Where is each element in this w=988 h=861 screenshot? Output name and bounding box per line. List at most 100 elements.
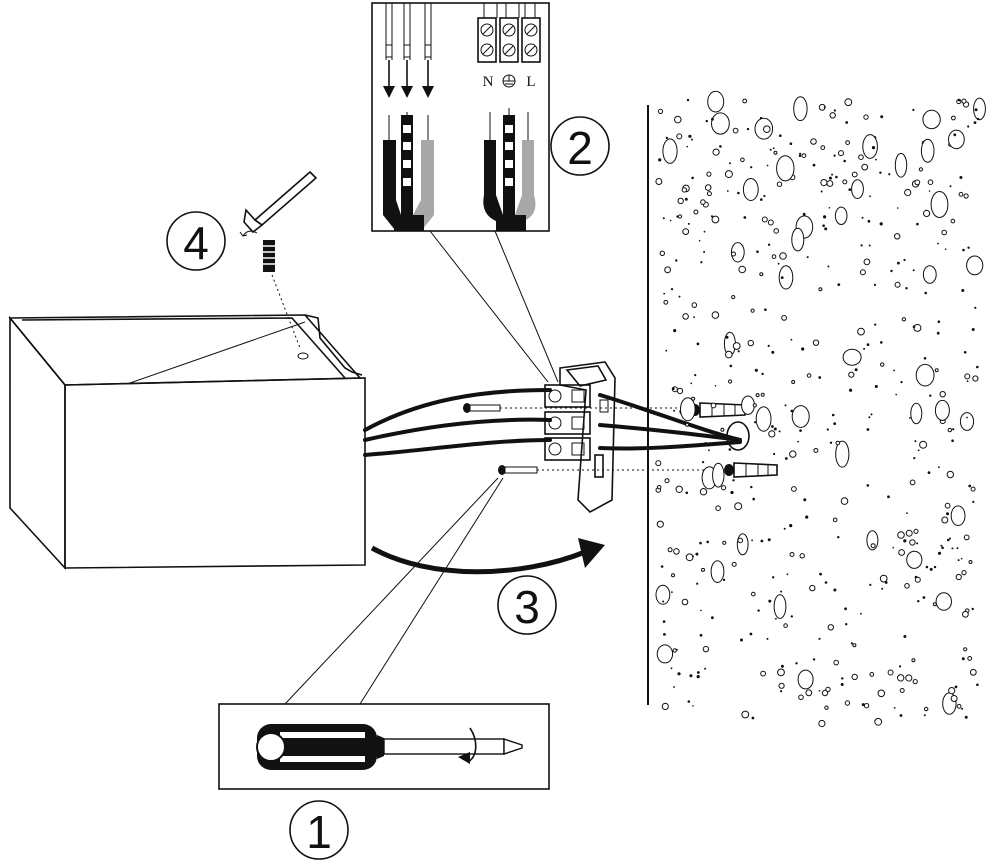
wall-speck <box>868 416 871 419</box>
wall-speck <box>673 548 680 555</box>
wall-speck <box>795 662 798 665</box>
wall-speck <box>899 688 905 693</box>
wall-speck <box>799 553 805 559</box>
step-4-number: 4 <box>183 217 209 269</box>
wall-speck <box>737 537 744 544</box>
wall-speck <box>806 256 809 259</box>
wall-speck <box>711 311 720 319</box>
wall-speck <box>655 584 671 605</box>
wall-speck <box>810 138 817 145</box>
wall-speck <box>693 209 699 215</box>
wall-speck <box>956 547 959 550</box>
wall-speck <box>675 259 678 262</box>
wall-speck <box>909 539 916 546</box>
wall-speck <box>799 152 802 155</box>
wall-speck <box>952 428 955 431</box>
step-2-marker: 2 <box>550 116 610 176</box>
wall-speck <box>909 417 911 419</box>
wall-speck <box>750 485 753 489</box>
wall-speck <box>823 106 826 109</box>
wall-speck <box>903 258 906 262</box>
wall-speck <box>835 175 838 179</box>
wall-speck <box>954 685 958 689</box>
wall-speck <box>961 570 967 576</box>
wall-speck <box>963 351 967 354</box>
wall-speck <box>696 582 699 585</box>
wall-speck <box>726 190 729 192</box>
wall-speck <box>655 178 663 185</box>
bracket-screw-lower <box>498 465 730 475</box>
wall-speck <box>950 695 958 702</box>
wall-speck <box>671 387 675 391</box>
wall-speck <box>760 539 764 543</box>
wall-speck <box>692 705 694 707</box>
wall-speck <box>818 719 826 728</box>
terminal-label-live: L <box>526 74 535 90</box>
wall-speck <box>764 308 767 312</box>
wall-speck <box>750 308 755 313</box>
wall-speck <box>835 440 850 468</box>
wall-speck <box>728 379 733 384</box>
wall-speck <box>976 683 979 687</box>
wall-speck <box>789 524 793 528</box>
wiring-inset: N L <box>371 2 559 383</box>
wall <box>647 90 986 728</box>
wall-speck <box>924 706 929 712</box>
wall-speck <box>939 391 946 398</box>
wall-speck <box>738 265 747 274</box>
wall-speck <box>734 438 737 441</box>
wall-speck <box>919 440 928 449</box>
wall-speck <box>725 335 729 339</box>
wall-speck <box>820 190 823 193</box>
wall-speck <box>937 320 941 324</box>
wall-speck <box>776 181 783 187</box>
wall-speck <box>670 667 673 670</box>
wall-speck <box>820 179 828 187</box>
wall-speck <box>659 250 665 257</box>
wall-speck <box>712 462 725 488</box>
wall-speck <box>964 373 971 380</box>
wall-speck <box>938 466 940 469</box>
bracket-screw-upper <box>463 403 695 413</box>
wall-speck <box>801 153 807 159</box>
wall-speck <box>729 162 731 165</box>
wall-speck <box>831 413 835 417</box>
wall-speck <box>859 269 866 276</box>
wall-speck <box>797 669 814 690</box>
wall-speck <box>664 266 671 274</box>
wall-speck <box>657 108 664 115</box>
cables <box>363 388 750 457</box>
wall-speck <box>946 470 954 479</box>
wall-speck <box>682 313 689 320</box>
wall-speck <box>703 250 706 253</box>
wall-speck <box>892 546 894 549</box>
wall-speck <box>671 573 675 578</box>
wall-speck <box>768 599 772 603</box>
wall-speck <box>761 372 764 376</box>
wall-speck <box>968 560 973 564</box>
wall-speck <box>730 242 745 263</box>
wall-speck <box>955 573 962 581</box>
wall-speck <box>801 347 805 351</box>
wall-speck <box>970 486 976 492</box>
wall-speck <box>743 216 747 219</box>
wall-speck <box>874 717 883 726</box>
wall-speck <box>828 207 831 209</box>
wall-speck <box>755 406 772 432</box>
wall-speck <box>691 302 698 308</box>
wall-speck <box>783 623 788 628</box>
wall-speck <box>740 638 743 642</box>
wall-speck <box>791 405 810 428</box>
mounting-bracket <box>559 361 616 513</box>
wall-speck <box>880 115 884 119</box>
terminal-label-neutral: N <box>483 74 494 90</box>
wall-speck <box>720 427 725 432</box>
wall-speck <box>874 323 877 326</box>
wall-speck <box>821 689 829 697</box>
wall-speck <box>877 689 886 698</box>
wall-speck <box>655 460 662 467</box>
wall-speck <box>769 148 772 151</box>
wall-speck <box>812 163 816 167</box>
wall-speck <box>947 427 952 433</box>
wall-speck <box>813 448 819 453</box>
